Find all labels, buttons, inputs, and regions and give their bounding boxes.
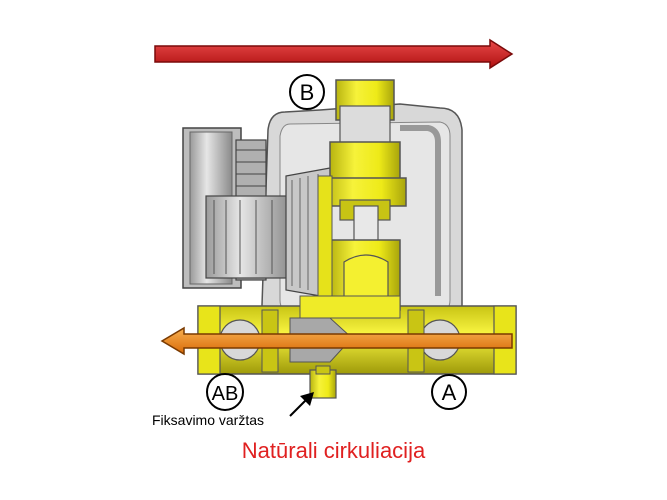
fixing-screw [309, 365, 337, 399]
port-b-label: B [300, 80, 315, 105]
arrow-left-icon [160, 326, 513, 356]
bottom-flow-arrow [160, 326, 513, 356]
pointer-arrow-icon [289, 392, 314, 417]
arrow-right-icon [154, 38, 514, 70]
port-a-label: A [442, 380, 457, 405]
fixing-screw-label: Fiksavimo varžtas [152, 412, 265, 428]
port-ab-marker: AB [206, 373, 244, 411]
mixing-valve-body [299, 79, 407, 319]
port-a-marker: A [431, 374, 467, 410]
port-ab-label: AB [212, 383, 239, 405]
top-flow-arrow [154, 38, 514, 70]
diagram-caption: Natūrali cirkuliacija [241, 438, 426, 463]
port-b-marker: B [289, 74, 325, 110]
